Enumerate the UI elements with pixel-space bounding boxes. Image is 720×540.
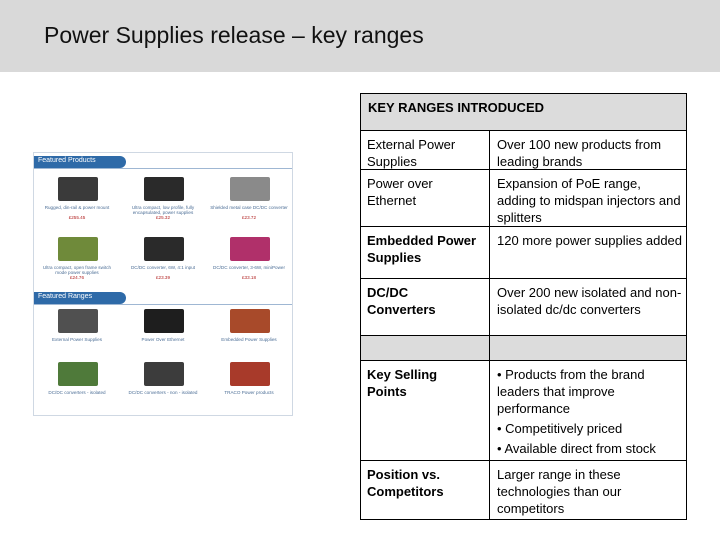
row-label: External Power Supplies <box>367 137 456 169</box>
selling-point: • Competitively priced <box>497 421 623 436</box>
product-panel-image: Featured Products Rugged, din-rail & pow… <box>33 152 293 416</box>
panel-divider <box>34 168 292 169</box>
column-divider <box>489 130 490 519</box>
row-label: DC/DC Converters <box>367 285 436 317</box>
selling-point: • Available direct from stock <box>497 441 656 456</box>
product-tile: DC/DC converter, 6W, 4:1 input £23.39 <box>124 233 202 283</box>
range-photo <box>144 309 184 333</box>
product-price: £23.72 <box>241 215 257 220</box>
panel-divider <box>34 304 292 305</box>
range-photo <box>144 362 184 386</box>
product-price: £255.45 <box>68 215 86 220</box>
competitors-value: Larger range in these technologies than … <box>497 467 622 516</box>
table-header-label: KEY RANGES INTRODUCED <box>368 100 545 115</box>
table-header: KEY RANGES INTRODUCED <box>361 94 686 131</box>
featured-ranges-label: Featured Ranges <box>38 293 93 300</box>
range-photo <box>58 362 98 386</box>
product-photo <box>144 237 184 261</box>
selling-point: • Products from the brand leaders that i… <box>497 367 645 416</box>
range-tile: DC/DC converters - non - isolated <box>124 358 202 408</box>
range-caption: TRACO Power products <box>224 390 274 395</box>
product-photo <box>230 237 270 261</box>
range-photo <box>230 362 270 386</box>
competitors-label: Position vs. Competitors <box>367 467 444 499</box>
range-tile: TRACO Power products <box>210 358 288 408</box>
product-price: £33.18 <box>241 275 257 280</box>
product-tile: Ultra compact, open frame switch mode po… <box>38 233 116 283</box>
range-caption: External Power Supplies <box>51 337 103 342</box>
product-caption: Ultra compact, open frame switch mode po… <box>42 265 112 275</box>
product-tile: DC/DC converter, 3-6W, miniPower £33.18 <box>210 233 288 283</box>
range-tile: Embedded Power Supplies <box>210 305 288 355</box>
product-price: £23.39 <box>155 275 171 280</box>
product-caption: Rugged, din-rail & power mount <box>44 205 110 210</box>
range-tile: DC/DC converters - isolated <box>38 358 116 408</box>
table-row: Embedded Power Supplies 120 more power s… <box>361 227 686 279</box>
featured-products-label: Featured Products <box>38 157 96 164</box>
product-caption: Shielded metal case DC/DC converter <box>210 205 288 210</box>
product-caption: Ultra compact, low profile, fully encaps… <box>131 205 195 215</box>
row-value: Over 100 new products from leading brand… <box>497 137 662 169</box>
featured-products-tab: Featured Products <box>34 156 126 168</box>
product-photo <box>230 177 270 201</box>
product-photo <box>58 237 98 261</box>
row-label: Embedded Power Supplies <box>367 233 477 265</box>
range-caption: DC/DC converters - non - isolated <box>128 390 198 395</box>
selling-points-label: Key Selling Points <box>367 367 438 399</box>
selling-points-list: • Products from the brand leaders that i… <box>497 366 683 457</box>
range-tile: Power Over Ethernet <box>124 305 202 355</box>
row-value: Over 200 new isolated and non-isolated d… <box>497 285 682 317</box>
product-tile: Shielded metal case DC/DC converter £23.… <box>210 173 288 223</box>
product-tile: Ultra compact, low profile, fully encaps… <box>124 173 202 223</box>
row-label: Power over Ethernet <box>367 176 433 208</box>
product-tile: Rugged, din-rail & power mount £255.45 <box>38 173 116 223</box>
table-row: Power over Ethernet Expansion of PoE ran… <box>361 170 686 227</box>
product-caption: DC/DC converter, 3-6W, miniPower <box>213 265 285 270</box>
product-caption: DC/DC converter, 6W, 4:1 input <box>130 265 196 270</box>
slide-title: Power Supplies release – key ranges <box>44 22 424 48</box>
range-caption: Embedded Power Supplies <box>221 337 277 342</box>
table-row: Position vs. Competitors Larger range in… <box>361 461 686 519</box>
product-price: £25.32 <box>155 215 171 220</box>
key-ranges-table: KEY RANGES INTRODUCED External Power Sup… <box>360 93 687 520</box>
range-caption: Power Over Ethernet <box>141 337 185 342</box>
table-row: External Power Supplies Over 100 new pro… <box>361 131 686 170</box>
product-price: £24.76 <box>69 275 85 280</box>
featured-ranges-tab: Featured Ranges <box>34 292 126 304</box>
range-caption: DC/DC converters - isolated <box>48 390 106 395</box>
product-photo <box>58 177 98 201</box>
table-spacer-row <box>361 336 686 361</box>
range-tile: External Power Supplies <box>38 305 116 355</box>
row-value: 120 more power supplies added <box>497 233 683 248</box>
range-photo <box>58 309 98 333</box>
range-photo <box>230 309 270 333</box>
product-photo <box>144 177 184 201</box>
table-row: Key Selling Points • Products from the b… <box>361 361 686 461</box>
table-row: DC/DC Converters Over 200 new isolated a… <box>361 279 686 336</box>
row-value: Expansion of PoE range, adding to midspa… <box>497 176 681 225</box>
slide-header: Power Supplies release – key ranges <box>0 0 720 72</box>
